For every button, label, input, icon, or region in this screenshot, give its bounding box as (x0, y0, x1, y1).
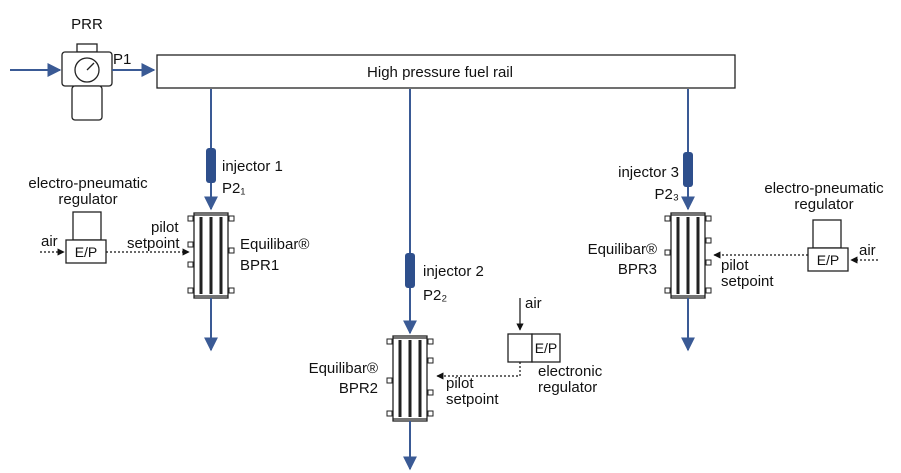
bpr-2-body (386, 335, 434, 422)
branch-3: injector 3 P2₃ Equilibar® BPR3 electro-p… (588, 89, 884, 352)
injector-2-icon (405, 253, 415, 288)
regulator-1-title-line2: regulator (58, 191, 117, 208)
bpr-1-body (187, 212, 235, 299)
regulator-1-air-label: air (41, 233, 58, 250)
p1-label: P1 (113, 51, 131, 68)
fuel-rail (156, 54, 736, 89)
regulator-3-pilot-line2: setpoint (721, 273, 774, 290)
injector-1-label: injector 1 (222, 158, 283, 175)
regulator-2-head (507, 333, 533, 363)
regulator-1-title-line1: electro-pneumatic (28, 175, 148, 192)
regulator-2-ep-label: E/P (535, 340, 558, 356)
bpr-1-brand: Equilibar® (240, 236, 309, 253)
regulator-2-pilot-line2: setpoint (446, 391, 499, 408)
bpr-3-body (664, 212, 712, 299)
injector-1-icon (206, 148, 216, 183)
branch-2: injector 2 P2₂ Equilibar® BPR2 air E/P p (309, 89, 603, 471)
injector-3-pressure: P2₃ (655, 186, 679, 203)
regulator-1-ep-label: E/P (75, 244, 98, 260)
prr-regulator (61, 43, 113, 121)
fuel-rail-label: High pressure fuel rail (367, 64, 513, 81)
bpr-1-name: BPR1 (240, 257, 279, 274)
regulator-3-pilot-line1: pilot (721, 257, 749, 274)
injector-3-icon (683, 152, 693, 187)
injector-1-pressure: P2₁ (222, 180, 245, 197)
regulator-2-air-label: air (525, 295, 542, 312)
regulator-3-title-line1: electro-pneumatic (764, 180, 884, 197)
regulator-1-head (72, 211, 102, 241)
injector-2-label: injector 2 (423, 263, 484, 280)
branch-1: injector 1 P2₁ Equilibar® BPR1 electro-p… (28, 89, 309, 352)
regulator-3-title-line2: regulator (794, 196, 853, 213)
regulator-2-pilot-line (436, 362, 521, 380)
regulator-3-air-label: air (859, 242, 876, 259)
regulator-3-head (812, 219, 842, 249)
regulator-2-ep-box (531, 333, 561, 363)
prr-label: PRR (71, 16, 103, 33)
bpr-3-name: BPR3 (618, 261, 657, 278)
regulator-3-ep-label: E/P (817, 252, 840, 268)
bpr-3-brand: Equilibar® (588, 241, 657, 258)
regulator-1-pilot-line2: setpoint (127, 235, 180, 252)
bpr-2-brand: Equilibar® (309, 360, 378, 377)
regulator-3-ep-box (807, 247, 849, 272)
regulator-1-pilot-line1: pilot (151, 219, 179, 236)
regulator-2-pilot-line1: pilot (446, 375, 474, 392)
regulator-2-title-line1: electronic (538, 363, 603, 380)
injector-3-label: injector 3 (618, 164, 679, 181)
bpr-2-name: BPR2 (339, 380, 378, 397)
injector-2-pressure: P2₂ (423, 287, 447, 304)
regulator-2-title-line2: regulator (538, 379, 597, 396)
